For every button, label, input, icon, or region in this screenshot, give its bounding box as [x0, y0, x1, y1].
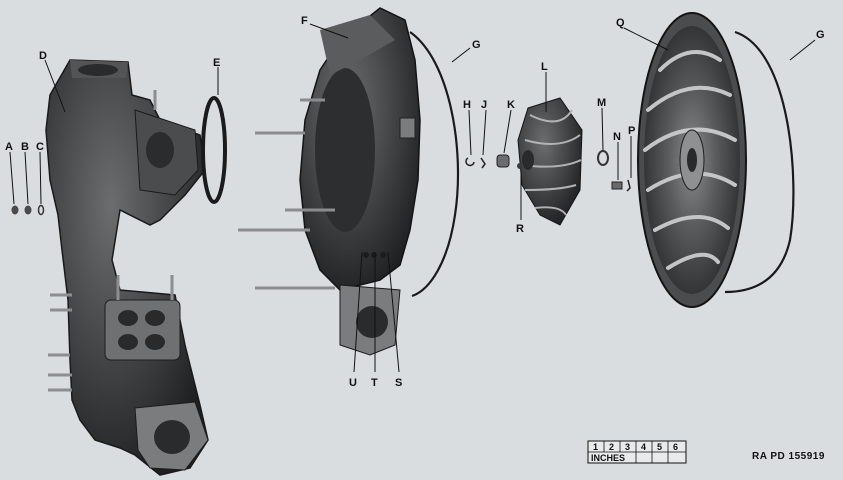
callout-u: U: [349, 377, 357, 389]
scale-tick-2: 2: [609, 442, 614, 452]
parts-m-n-p-r: [517, 150, 631, 192]
callout-c: C: [36, 141, 44, 153]
impeller-part-l: [517, 97, 583, 226]
scale-tick-5: 5: [657, 442, 662, 452]
callout-j: J: [481, 99, 487, 111]
callout-l: L: [541, 61, 548, 73]
callout-s: S: [395, 377, 402, 389]
callout-q: Q: [616, 17, 625, 29]
housing-part-d: [45, 59, 209, 476]
scale-bar: 1 2 3 4 5 6 INCHES: [587, 440, 687, 464]
ring-part-e: [201, 96, 227, 204]
callout-b: B: [21, 141, 29, 153]
callout-d: D: [39, 50, 47, 62]
callout-t: T: [371, 377, 378, 389]
scale-tick-1: 1: [593, 442, 598, 452]
parts-a-b-c: [11, 204, 45, 216]
callout-h: H: [463, 99, 471, 111]
callout-e: E: [213, 57, 220, 69]
callout-m: M: [597, 97, 606, 109]
gasket-part-g-left: [409, 31, 460, 298]
leader-lines: [9, 23, 816, 373]
parts-h-j-k: [465, 154, 510, 169]
stator-part-q: [637, 12, 747, 308]
callout-n: N: [613, 131, 621, 143]
scale-tick-3: 3: [625, 442, 630, 452]
callout-f: F: [301, 15, 308, 27]
casing-part-f: [238, 7, 421, 356]
callout-labels: A B C D E F G H J K L M N P Q G R U T S: [5, 15, 825, 389]
callout-g-left: G: [472, 39, 481, 51]
callout-g-right: G: [816, 29, 825, 41]
scale-tick-4: 4: [641, 442, 646, 452]
callout-p: P: [628, 125, 635, 137]
scale-tick-6: 6: [673, 442, 678, 452]
scale-unit-label: INCHES: [591, 453, 625, 463]
reference-number: RA PD 155919: [752, 451, 825, 462]
callout-r: R: [516, 223, 524, 235]
callout-k: K: [507, 99, 515, 111]
callout-a: A: [5, 141, 13, 153]
gasket-part-g-right: [724, 30, 795, 294]
